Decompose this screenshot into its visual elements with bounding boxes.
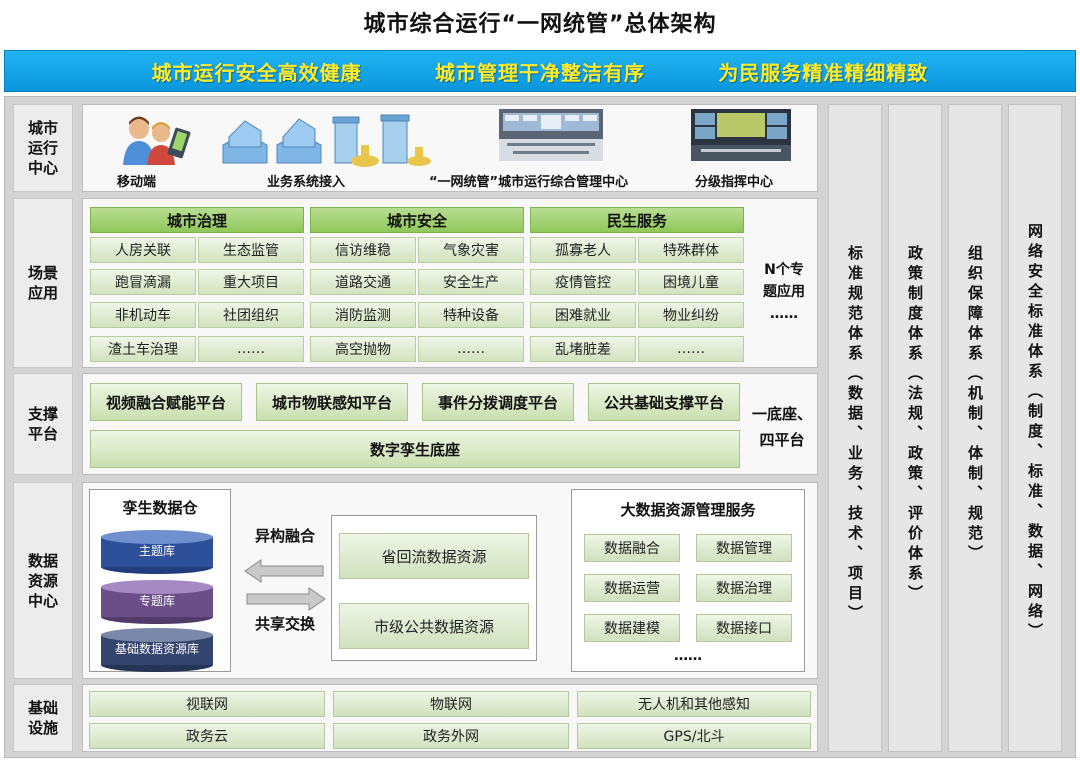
support-summary: 一底座、 四平台 [751, 405, 812, 449]
network-security-label: 网络安全标准体系（制度、标准、数据、网络） [1026, 223, 1044, 643]
infra-item: GPS/北斗 [577, 723, 811, 749]
digital-twin-base: 数字孪生底座 [90, 430, 740, 468]
row-label-data: 数据 资源 中心 [13, 482, 73, 679]
scene-cell: 人房关联 [90, 237, 196, 263]
organization-system-label: 组织保障体系（机制、体制、规范） [966, 245, 984, 565]
business-caption: 业务系统接入 [267, 175, 346, 190]
scene-cell: 疫情管控 [530, 269, 636, 295]
row-label-center: 城市 运行 中心 [13, 104, 73, 192]
db-special-label: 专题库 [138, 594, 175, 608]
scene-cell: 困境儿童 [638, 269, 744, 295]
municipal-data-resource: 市级公共数据资源 [339, 603, 529, 649]
scene-cell: 信访维稳 [310, 237, 416, 263]
mobile-caption: 移动端 [117, 175, 157, 190]
policy-system-label: 政策制度体系（法规、政策、评价体系） [906, 245, 924, 605]
service-item: 数据接口 [696, 614, 792, 642]
infra-item: 物联网 [333, 691, 569, 717]
row-label-scene: 场景 应用 [13, 198, 73, 368]
scene-cell: …… [418, 336, 524, 362]
scene-cell: 社团组织 [198, 302, 304, 328]
service-item: 数据管理 [696, 534, 792, 562]
tiered-caption: 分级指挥中心 [695, 175, 774, 190]
goal-service: 为民服务精准精细精致 [718, 60, 929, 85]
infra-item: 政务外网 [333, 723, 569, 749]
scene-header-safety: 城市安全 [310, 207, 524, 233]
scene-cell: 困难就业 [530, 302, 636, 328]
provincial-data-resource: 省回流数据资源 [339, 533, 529, 579]
scene-cell: 安全生产 [418, 269, 524, 295]
control-room-icon [499, 109, 603, 161]
scene-cell: 道路交通 [310, 269, 416, 295]
scene-cell: 气象灾害 [418, 237, 524, 263]
standards-system-bar: 标准规范体系（数据、业务、技术、项目） [828, 104, 882, 752]
infra-panel: 视联网 物联网 无人机和其他感知 政务云 政务外网 GPS/北斗 [82, 684, 818, 752]
standards-system-label: 标准规范体系（数据、业务、技术、项目） [846, 245, 864, 625]
support-panel: 视频融合赋能平台 城市物联感知平台 事件分拨调度平台 公共基础支撑平台 数字孪生… [82, 373, 818, 475]
page-title: 城市综合运行“一网统管”总体架构 [363, 12, 717, 37]
scene-cell: 重大项目 [198, 269, 304, 295]
db-base: 基础数据资源库 [101, 628, 213, 672]
db-topic-label: 主题库 [138, 544, 175, 558]
fusion-label: 异构融合 [254, 526, 315, 545]
service-item: 数据治理 [696, 574, 792, 602]
warehouse-title: 孪生数据仓 [122, 498, 198, 517]
scene-cell: 消防监测 [310, 302, 416, 328]
data-panel: 孪生数据仓 主题库 专题库 基础数据资源库 异构融合 共享交换 省回流数据资源 … [82, 482, 818, 679]
data-service-box: 大数据资源管理服务 数据融合 数据管理 数据运营 数据治理 数据建模 数据接口 … [571, 489, 805, 672]
policy-system-bar: 政策制度体系（法规、政策、评价体系） [888, 104, 942, 752]
scene-cell: …… [198, 336, 304, 362]
db-base-label: 基础数据资源库 [114, 642, 199, 656]
goal-safety: 城市运行安全高效健康 [151, 60, 362, 85]
scene-cell: 特殊群体 [638, 237, 744, 263]
infra-item: 无人机和其他感知 [577, 691, 811, 717]
double-arrow-icon [244, 559, 326, 611]
scene-cell: …… [638, 336, 744, 362]
scene-header-livelihood: 民生服务 [530, 207, 744, 233]
scene-cell: 非机动车 [90, 302, 196, 328]
row-label-infra: 基础 设施 [13, 684, 73, 752]
user-phone-icon [123, 116, 191, 165]
goal-management: 城市管理干净整洁有序 [434, 60, 645, 85]
service-more: …… [674, 648, 702, 664]
platform-dispatch: 事件分拨调度平台 [422, 383, 574, 421]
twin-warehouse: 孪生数据仓 主题库 专题库 基础数据资源库 [89, 489, 231, 672]
video-wall-icon [691, 109, 791, 161]
scene-cell: 跑冒滴漏 [90, 269, 196, 295]
scene-cell: 渣土车治理 [90, 336, 196, 362]
exchange-label: 共享交换 [254, 614, 315, 633]
infra-item: 政务云 [89, 723, 325, 749]
scene-cell: 生态监管 [198, 237, 304, 263]
command-center-caption: “一网统管”城市运行综合管理中心 [429, 175, 629, 190]
platform-public: 公共基础支撑平台 [588, 383, 740, 421]
service-item: 数据建模 [584, 614, 680, 642]
scene-header-governance: 城市治理 [90, 207, 304, 233]
special-apps-label: N个专 题应用 …… [763, 262, 805, 322]
service-title: 大数据资源管理服务 [620, 500, 756, 519]
platform-video: 视频融合赋能平台 [90, 383, 242, 421]
service-item: 数据运营 [584, 574, 680, 602]
scene-cell: 乱堵脏差 [530, 336, 636, 362]
db-special: 专题库 [101, 580, 213, 624]
scene-cell: 孤寡老人 [530, 237, 636, 263]
building-icon [222, 114, 431, 167]
scene-cell: 物业纠纷 [638, 302, 744, 328]
db-topic: 主题库 [101, 530, 213, 574]
infra-item: 视联网 [89, 691, 325, 717]
center-panel: 移动端 业务系统接入 “一网统管”城市运行综合管理中心 分级指挥中心 [82, 104, 818, 192]
network-security-bar: 网络安全标准体系（制度、标准、数据、网络） [1008, 104, 1062, 752]
service-item: 数据融合 [584, 534, 680, 562]
platform-iot: 城市物联感知平台 [256, 383, 408, 421]
organization-system-bar: 组织保障体系（机制、体制、规范） [948, 104, 1002, 752]
scene-panel: 城市治理 人房关联 生态监管 跑冒滴漏 重大项目 非机动车 社团组织 渣土车治理… [82, 198, 818, 368]
scene-cell: 特种设备 [418, 302, 524, 328]
row-label-support: 支撑 平台 [13, 373, 73, 475]
goal-banner: 城市运行安全高效健康 城市管理干净整洁有序 为民服务精准精细精致 [4, 50, 1076, 92]
scene-cell: 高空抛物 [310, 336, 416, 362]
